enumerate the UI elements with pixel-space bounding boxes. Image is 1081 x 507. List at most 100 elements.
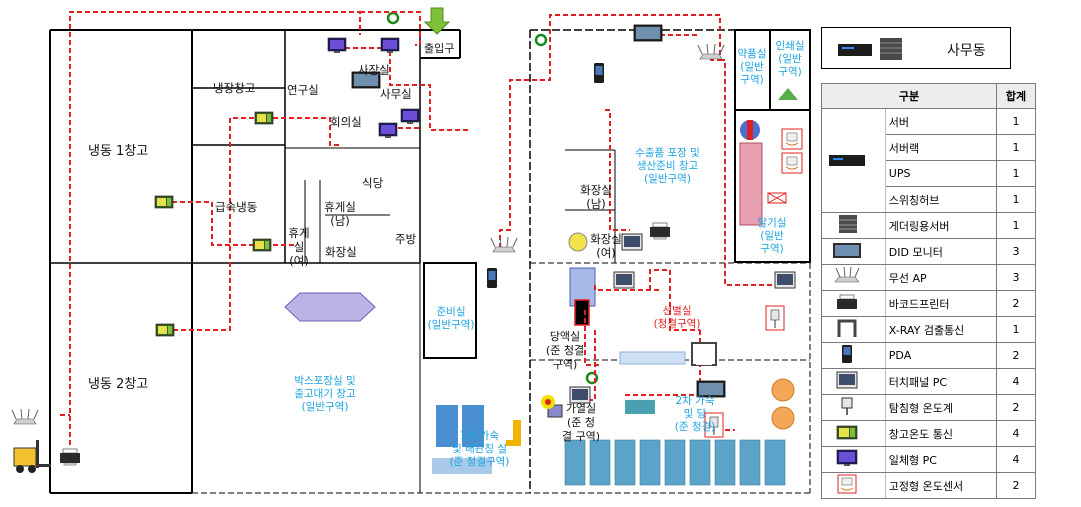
room-heating: 가열실 (준 청 결 구역)	[561, 402, 601, 443]
server-icon	[821, 108, 886, 213]
legend-item-count: 2	[996, 394, 1036, 421]
fixed-temp-sensor-icon	[781, 128, 803, 150]
fixed-temp-sensor-icon	[781, 152, 803, 174]
room-print: 인쇄실 (일반 구역)	[775, 40, 805, 78]
did-monitor-icon	[821, 238, 886, 265]
legend-item-count: 2	[996, 342, 1036, 369]
legend-item-name: DID 모니터	[884, 238, 998, 265]
room-quick-freeze: 급속냉동	[215, 200, 258, 214]
room-restroom-f: 화장실 (여)	[590, 232, 622, 260]
pda-icon	[487, 268, 497, 288]
pda-icon	[821, 342, 886, 369]
legend-item-name: 서버랙	[884, 134, 998, 161]
legend-item-name: 바코드프린터	[884, 290, 998, 317]
device-legend-table: 구분 합계 서버 1 서버랙 1 UPS 1 스위칭허브 1 게더링용서버 1 …	[820, 83, 1036, 499]
touch-panel-pc-icon	[569, 386, 591, 404]
legend-item-count: 4	[996, 368, 1036, 395]
legend-item-count: 1	[996, 316, 1036, 343]
legend-item-count: 4	[996, 420, 1036, 447]
room-lab: 연구실	[287, 83, 319, 97]
forklift-icon	[13, 440, 51, 473]
legend-item-name: 창고온도 통신	[884, 420, 998, 447]
legend-item-name: 무선 AP	[884, 264, 998, 291]
office-legend-box: 사무동	[821, 27, 1011, 69]
legend-row: 게더링용서버 1	[821, 212, 1036, 239]
legend-row: X-RAY 검출통신 1	[821, 316, 1036, 343]
room-rest-f: 휴게실 (여)	[288, 226, 310, 268]
legend-row: 스위칭허브 1	[822, 186, 1036, 213]
legend-row: 고정형 온도센서 2	[821, 472, 1036, 499]
legend-item-name: UPS	[884, 160, 998, 187]
server-icon	[838, 38, 902, 60]
legend-item-count: 1	[996, 134, 1036, 161]
room-sorting: 선별실 (청결구역)	[653, 305, 701, 330]
room-president: 사장실	[358, 63, 390, 77]
legend-header-row: 구분 합계	[820, 83, 1036, 109]
tower-server-icon	[821, 212, 886, 239]
office-label: 사무동	[947, 43, 986, 59]
room-cold-storage: 냉장창고	[213, 81, 256, 95]
room-freezer2: 냉동 2창고	[88, 377, 149, 392]
room-rest-m: 휴게실 (남)	[324, 200, 356, 228]
legend-row: 탐침형 온도계 2	[821, 394, 1036, 421]
touch-panel-pc-icon	[774, 271, 796, 289]
all-in-one-pc-icon	[327, 37, 347, 54]
barcode-printer-icon	[649, 222, 671, 240]
room-sub-material: 수출품 포장 및 생산준비 창고 (일반구역)	[635, 147, 700, 185]
legend-item-name: X-RAY 검출통신	[884, 316, 998, 343]
legend-row: DID 모니터 3	[821, 238, 1036, 265]
devices	[11, 24, 803, 466]
legend-item-name: 게더링용서버	[884, 212, 998, 239]
pda-icon	[594, 63, 604, 83]
room-pharm: 약품실 (일반 구역)	[737, 48, 767, 86]
legend-row: 서버 1	[821, 108, 1036, 213]
fixtures	[13, 7, 798, 486]
legend-item-name: 고정형 온도센서	[884, 472, 998, 499]
legend-row: 일체형 PC 4	[821, 446, 1036, 473]
room-prep: 준비실 (일반구역)	[427, 306, 475, 331]
room-pack1: 1차 가숙 및 배관칭 실 (준 청결구역)	[449, 430, 510, 468]
legend-row: 무선 AP 3	[821, 264, 1036, 291]
legend-item-count: 1	[996, 108, 1036, 135]
legend-row: 바코드프린터 2	[821, 290, 1036, 317]
room-box-pack: 박스포장실 및 출고대기 창고 (일반구역)	[294, 375, 356, 413]
warehouse-temp-comm-icon	[821, 420, 886, 447]
probe-thermometer-icon	[765, 305, 785, 331]
probe-thermometer-icon	[821, 394, 886, 421]
xray-detector-icon	[821, 316, 886, 343]
room-drying: 탈기실 (일반 구역)	[757, 217, 787, 255]
legend-item-count: 2	[996, 290, 1036, 317]
legend-item-count: 1	[996, 212, 1036, 239]
walls	[49, 29, 811, 494]
warehouse-temp-comm-icon	[155, 323, 175, 337]
room-pack2: 2차 가숙 및 당 (준 청결)	[674, 395, 716, 433]
touch-panel-pc-icon	[821, 368, 886, 395]
fixed-temp-sensor-icon	[821, 472, 886, 499]
xray-detector-icon	[691, 342, 717, 366]
legend-item-name: 서버	[884, 108, 998, 135]
all-in-one-pc-icon	[400, 108, 420, 125]
legend-header-total: 합계	[996, 83, 1036, 109]
legend-item-count: 3	[996, 238, 1036, 265]
legend-header-type: 구분	[820, 83, 998, 109]
legend-row: 창고온도 통신 4	[821, 420, 1036, 447]
legend-item-count: 3	[996, 264, 1036, 291]
touch-panel-pc-icon	[613, 271, 635, 289]
warehouse-temp-comm-icon	[154, 195, 174, 209]
legend-item-count: 1	[996, 186, 1036, 213]
legend-item-count: 1	[996, 160, 1036, 187]
room-meeting: 회의실	[330, 115, 362, 129]
wireless-ap-icon	[11, 408, 39, 425]
warehouse-temp-comm-icon	[254, 111, 274, 125]
legend-row: PDA 2	[821, 342, 1036, 369]
legend-item-name: 스위칭허브	[884, 186, 998, 213]
barcode-printer-icon	[59, 448, 81, 466]
all-in-one-pc-icon	[380, 37, 400, 54]
legend-row: 서버랙 1	[822, 134, 1036, 161]
room-restroom-m: 화장실 (남)	[580, 183, 612, 211]
legend-item-name: 탐침형 온도계	[884, 394, 998, 421]
wireless-ap-icon	[821, 264, 886, 291]
legend-item-count: 2	[996, 472, 1036, 499]
did-monitor-icon	[633, 24, 663, 42]
